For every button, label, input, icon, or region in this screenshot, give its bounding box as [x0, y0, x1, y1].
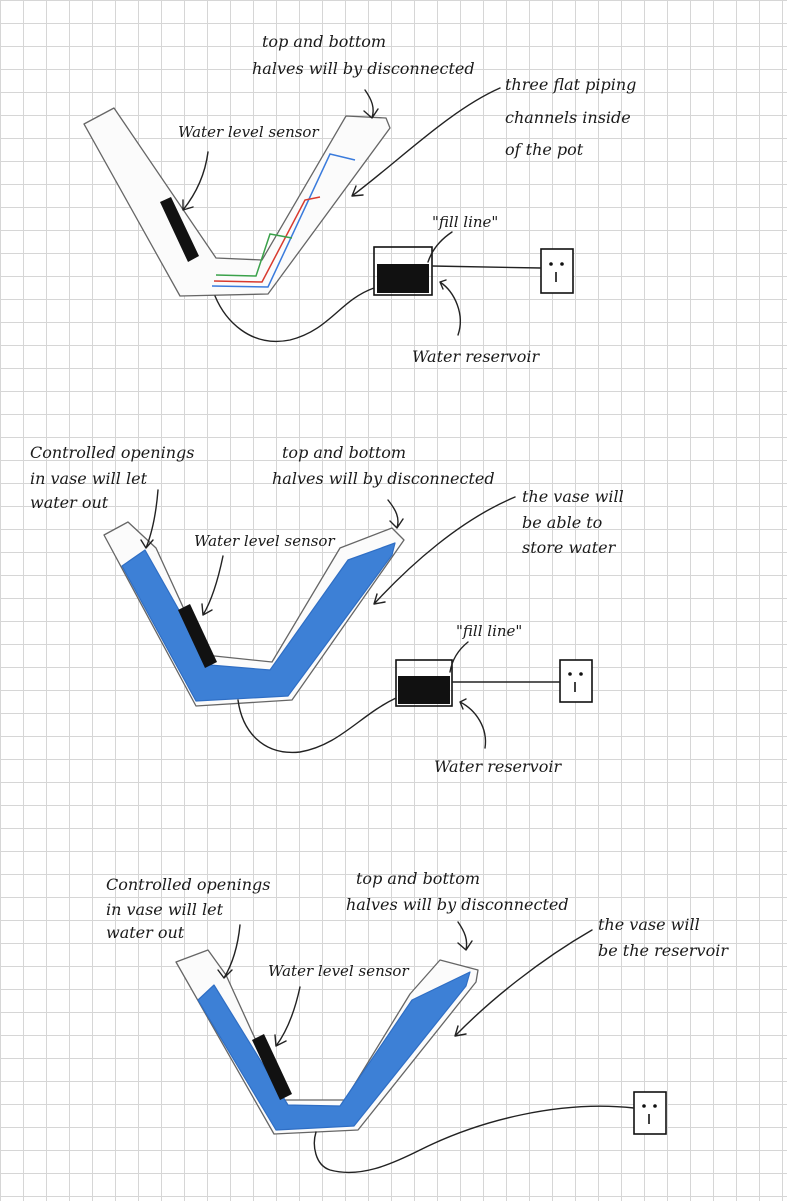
- power-cable: [313, 1105, 635, 1174]
- panel-1: top and bottom halves will by disconnect…: [83, 32, 642, 366]
- outlet-prong-left: [549, 262, 553, 266]
- label-reservoir: Water reservoir: [434, 757, 562, 776]
- panel-2: Controlled openings in vase will let wat…: [30, 443, 629, 776]
- channel-blue: [211, 153, 356, 288]
- label-fill-line: "fill line": [432, 213, 498, 231]
- vase-water: [197, 971, 471, 1131]
- vase-water: [121, 542, 396, 702]
- wall-outlet-icon: [540, 248, 574, 294]
- label-reservoir: Water reservoir: [412, 347, 540, 366]
- arrow-sensor: [201, 555, 224, 616]
- reservoir-water-hatch: [377, 264, 429, 293]
- arrow-halves: [363, 89, 379, 119]
- label-halves: top and bottom halves will by disconnect…: [346, 869, 569, 914]
- wall-outlet-icon: [559, 659, 593, 703]
- hose-cable: [237, 697, 397, 754]
- water-level-sensor: [160, 197, 199, 262]
- label-halves: top and bottom halves will by disconnect…: [272, 443, 495, 488]
- label-channels: three flat piping channels inside of the…: [505, 75, 642, 159]
- water-reservoir-box: [395, 659, 453, 707]
- arrow-channels: [351, 87, 501, 197]
- arrow-openings: [217, 924, 241, 979]
- reservoir-water-hatch: [398, 676, 450, 704]
- label-vase-reservoir: the vase will be the reservoir: [598, 915, 729, 960]
- outlet-prong-right: [579, 672, 583, 676]
- arrow-store: [373, 496, 516, 605]
- wall-outlet-icon: [633, 1091, 667, 1135]
- hose-cable: [214, 287, 375, 343]
- label-fill-line: "fill line": [456, 622, 522, 640]
- label-halves: top and bottom halves will by disconnect…: [252, 32, 475, 78]
- outlet-prong-right: [653, 1104, 657, 1108]
- label-store: the vase will be able to store water: [522, 487, 629, 557]
- arrow-reservoir: [439, 279, 461, 336]
- arrow-halves: [387, 499, 404, 529]
- label-sensor: Water level sensor: [178, 123, 319, 141]
- vase-outline: [83, 107, 391, 297]
- outlet-prong-left: [642, 1104, 646, 1108]
- outlet-prong-right: [560, 262, 564, 266]
- water-level-sensor: [252, 1034, 292, 1100]
- power-cable: [431, 265, 542, 269]
- label-openings: Controlled openings in vase will let wat…: [106, 875, 276, 942]
- panel-3: Controlled openings in vase will let wat…: [106, 869, 729, 1174]
- water-reservoir-box: [373, 246, 433, 296]
- arrow-fill-line: [427, 231, 453, 263]
- arrow-sensor: [274, 986, 301, 1047]
- water-level-sensor: [178, 604, 217, 668]
- label-openings: Controlled openings in vase will let wat…: [30, 443, 200, 512]
- channel-red: [213, 196, 321, 283]
- label-sensor: Water level sensor: [194, 532, 335, 550]
- arrow-halves: [457, 921, 473, 951]
- arrow-vase-reservoir: [454, 929, 593, 1037]
- outlet-prong-left: [568, 672, 572, 676]
- channel-green: [215, 233, 293, 277]
- arrow-openings: [140, 489, 159, 549]
- label-sensor: Water level sensor: [268, 962, 409, 980]
- arrow-reservoir: [459, 698, 487, 749]
- arrow-sensor: [182, 151, 209, 211]
- arrow-fill-line: [449, 641, 469, 673]
